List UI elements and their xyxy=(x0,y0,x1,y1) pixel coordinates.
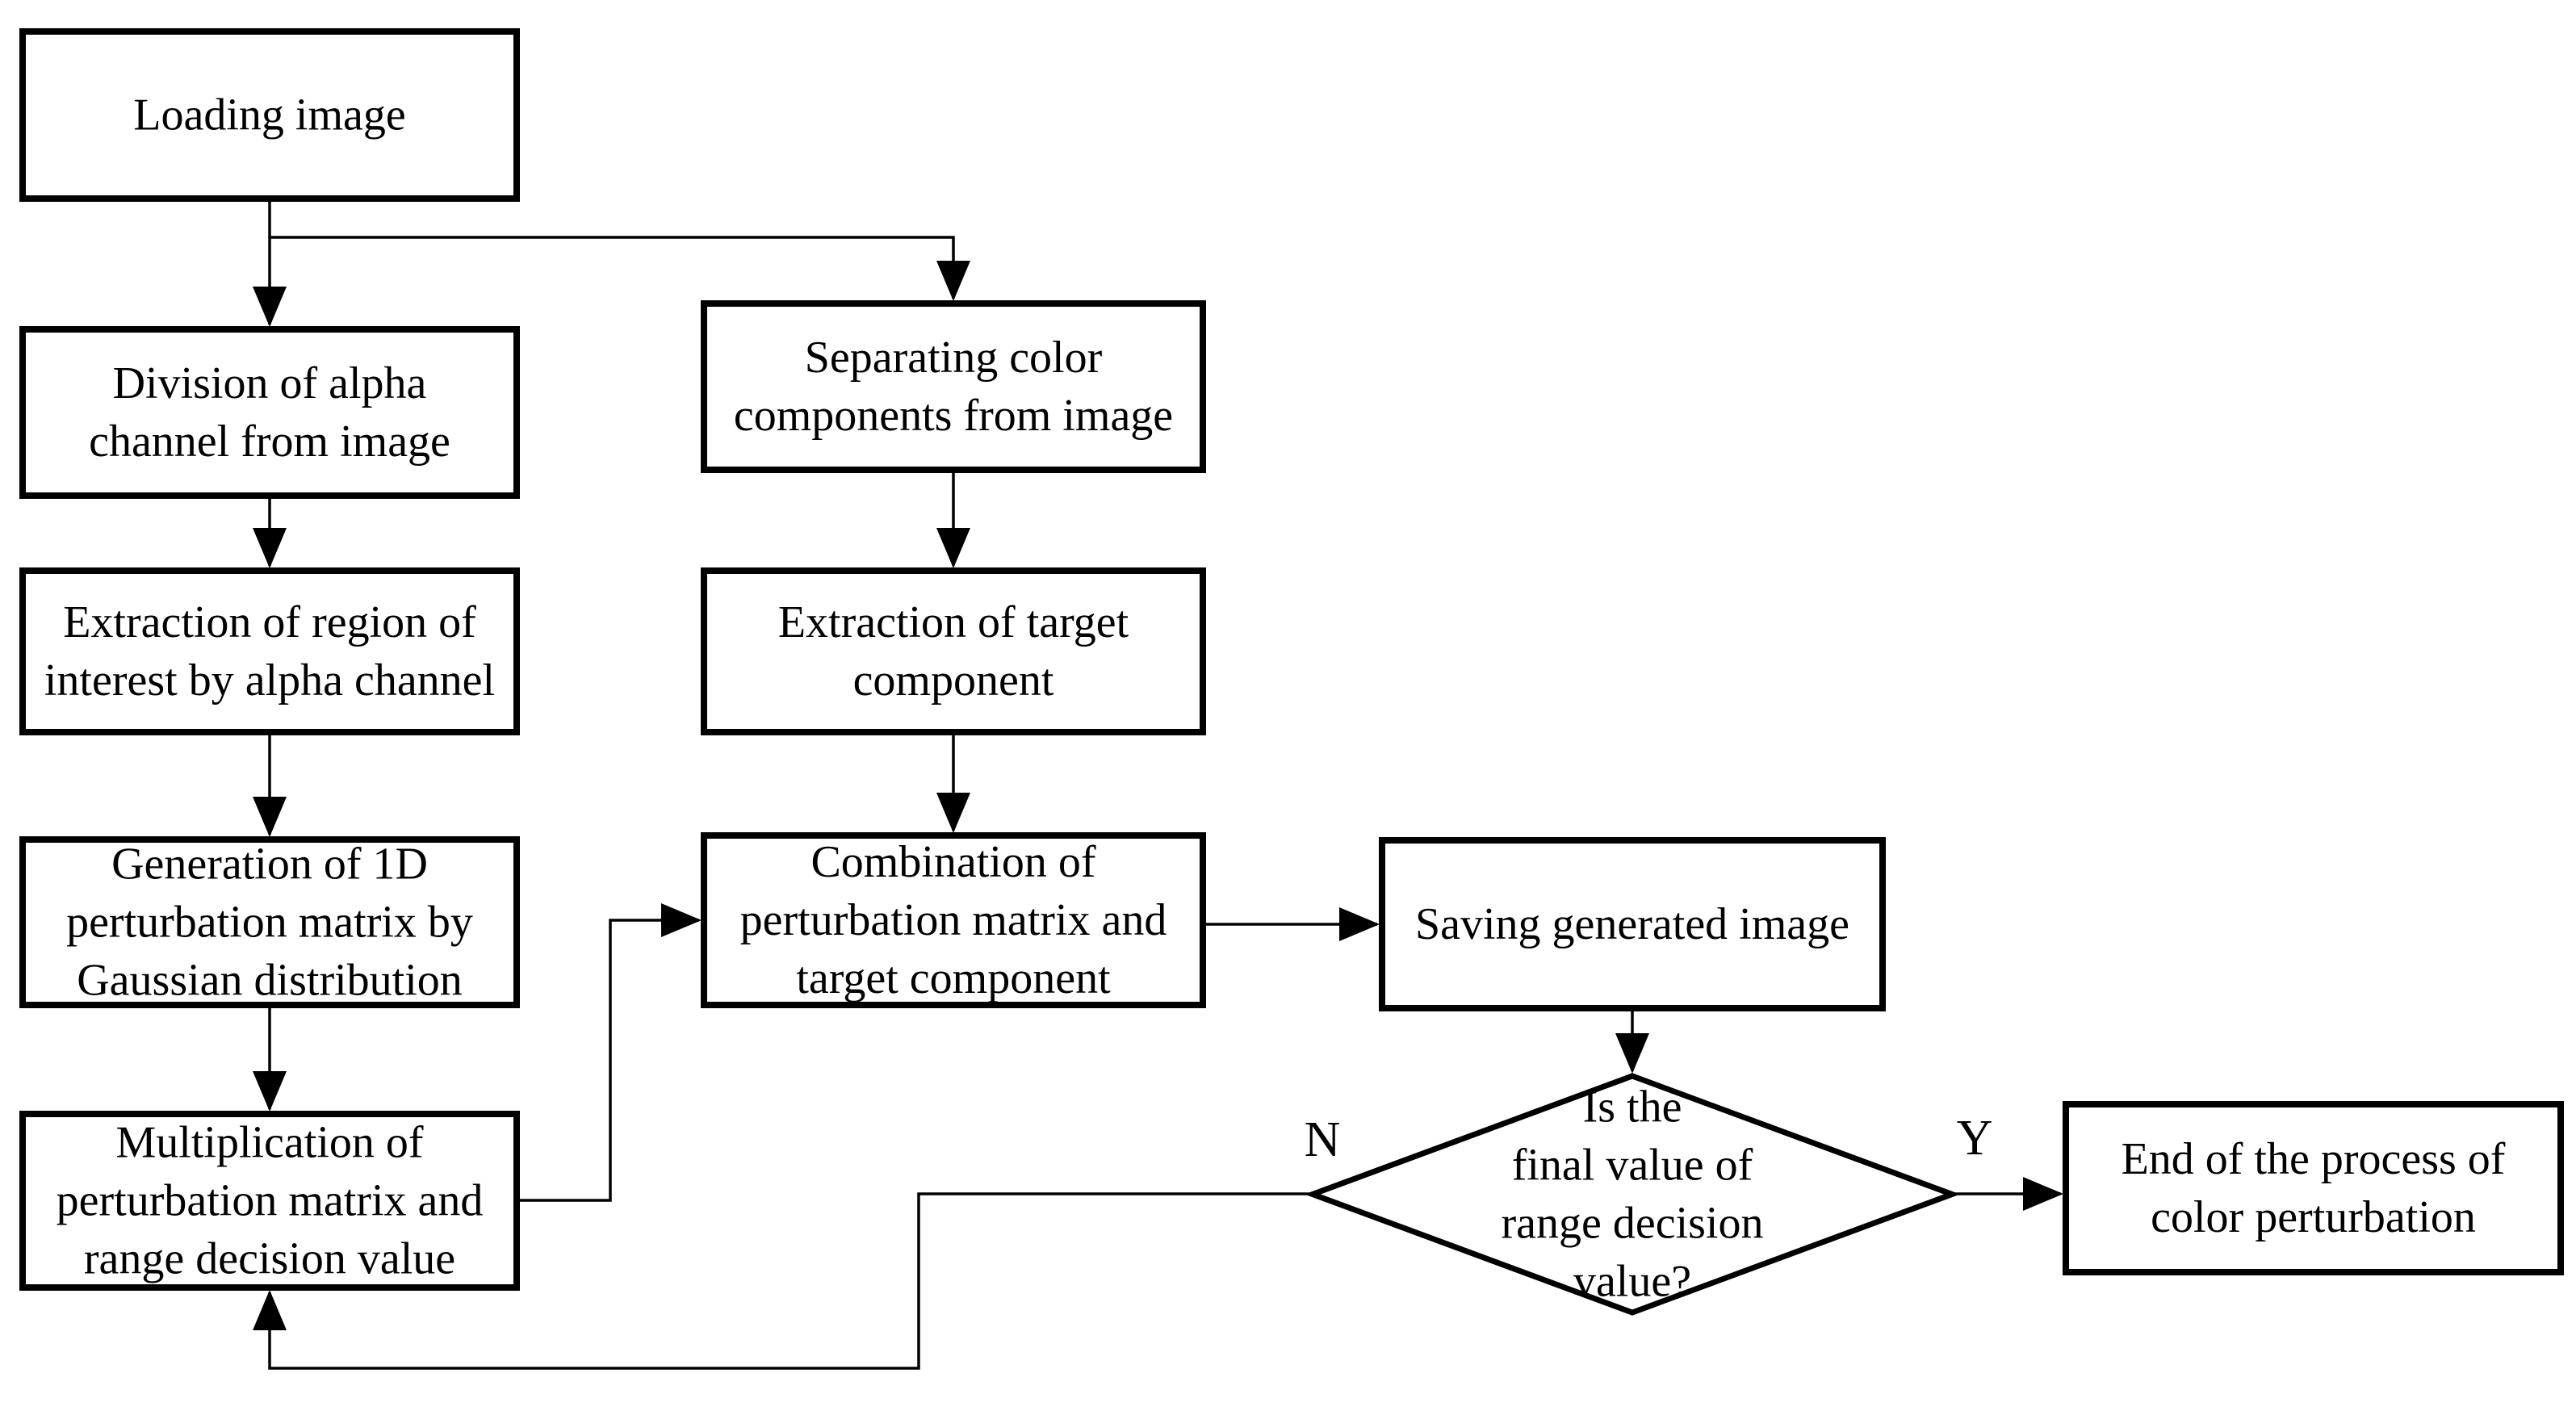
node-label-generation-line0: Generation of 1D xyxy=(111,839,428,890)
process-box xyxy=(701,832,1206,1008)
edges-layer xyxy=(253,199,2063,1370)
node-label-multiplication-line2: range decision value xyxy=(84,1234,455,1284)
decision-diamond xyxy=(1304,1073,1961,1316)
process-box xyxy=(1379,837,1886,1011)
process-box xyxy=(19,1111,520,1291)
node-separating: Separating color components from image xyxy=(701,300,1206,473)
node-combination: Combination of perturbation matrix and tar… xyxy=(701,832,1206,1008)
edge-decision-n-feedback xyxy=(253,1192,1313,1370)
node-label-combination-line1: perturbation matrix and xyxy=(740,895,1167,945)
edge-loading-branch-to-separating xyxy=(270,236,970,301)
node-label-loading-line0: Loading image xyxy=(133,90,405,140)
node-label-extract-target-line1: component xyxy=(853,655,1054,706)
node-label-extract-roi-line1: interest by alpha channel xyxy=(44,655,495,706)
process-box xyxy=(19,567,520,735)
node-end: End of the process of color perturbation xyxy=(2063,1101,2564,1275)
node-label-decision-line1: final value of xyxy=(1512,1141,1753,1191)
node-label-generation-line2: Gaussian distribution xyxy=(77,956,463,1006)
node-saving: Saving generated image xyxy=(1379,837,1886,1011)
node-decision: Is the final value of range decision value? xyxy=(1304,1073,1961,1316)
node-loading: Loading image xyxy=(19,28,520,202)
node-label-generation-line1: perturbation matrix by xyxy=(66,898,473,948)
node-label-decision-line0: Is the xyxy=(1583,1082,1682,1133)
node-division: Division of alpha channel from image xyxy=(19,326,520,499)
node-label-combination-line2: target component xyxy=(796,953,1111,1003)
node-extract-target: Extraction of target component xyxy=(701,567,1206,735)
node-label-saving-line0: Saving generated image xyxy=(1415,899,1849,949)
node-extract-roi: Extraction of region of interest by alpha… xyxy=(19,567,520,735)
branch-label-y: Y xyxy=(1957,1111,1993,1166)
node-label-division-line0: Division of alpha xyxy=(113,358,427,408)
node-label-end-line1: color perturbation xyxy=(2151,1192,2476,1242)
node-generation: Generation of 1D perturbation matrix by Ga… xyxy=(19,836,520,1008)
node-label-separating-line1: components from image xyxy=(734,391,1173,441)
node-label-end-line0: End of the process of xyxy=(2122,1134,2506,1184)
node-label-division-line1: channel from image xyxy=(89,417,450,467)
node-multiplication: Multiplication of perturbation matrix and… xyxy=(19,1111,520,1291)
node-label-separating-line0: Separating color xyxy=(805,333,1103,383)
node-label-combination-line0: Combination of xyxy=(810,837,1095,887)
process-box xyxy=(701,300,1206,473)
process-box xyxy=(19,326,520,499)
branch-label-n: N xyxy=(1305,1112,1341,1167)
process-box xyxy=(2063,1101,2564,1275)
process-box xyxy=(701,567,1206,735)
node-label-decision-line3: value? xyxy=(1573,1257,1691,1307)
process-box xyxy=(19,836,520,1008)
node-label-decision-line2: range decision xyxy=(1502,1199,1764,1249)
edge-multiplication-to-combination xyxy=(517,903,702,1202)
node-label-multiplication-line1: perturbation matrix and xyxy=(57,1176,484,1226)
node-label-extract-roi-line0: Extraction of region of xyxy=(63,597,476,647)
node-label-multiplication-line0: Multiplication of xyxy=(115,1118,423,1168)
node-label-extract-target-line0: Extraction of target xyxy=(778,597,1129,647)
process-box xyxy=(19,28,520,202)
